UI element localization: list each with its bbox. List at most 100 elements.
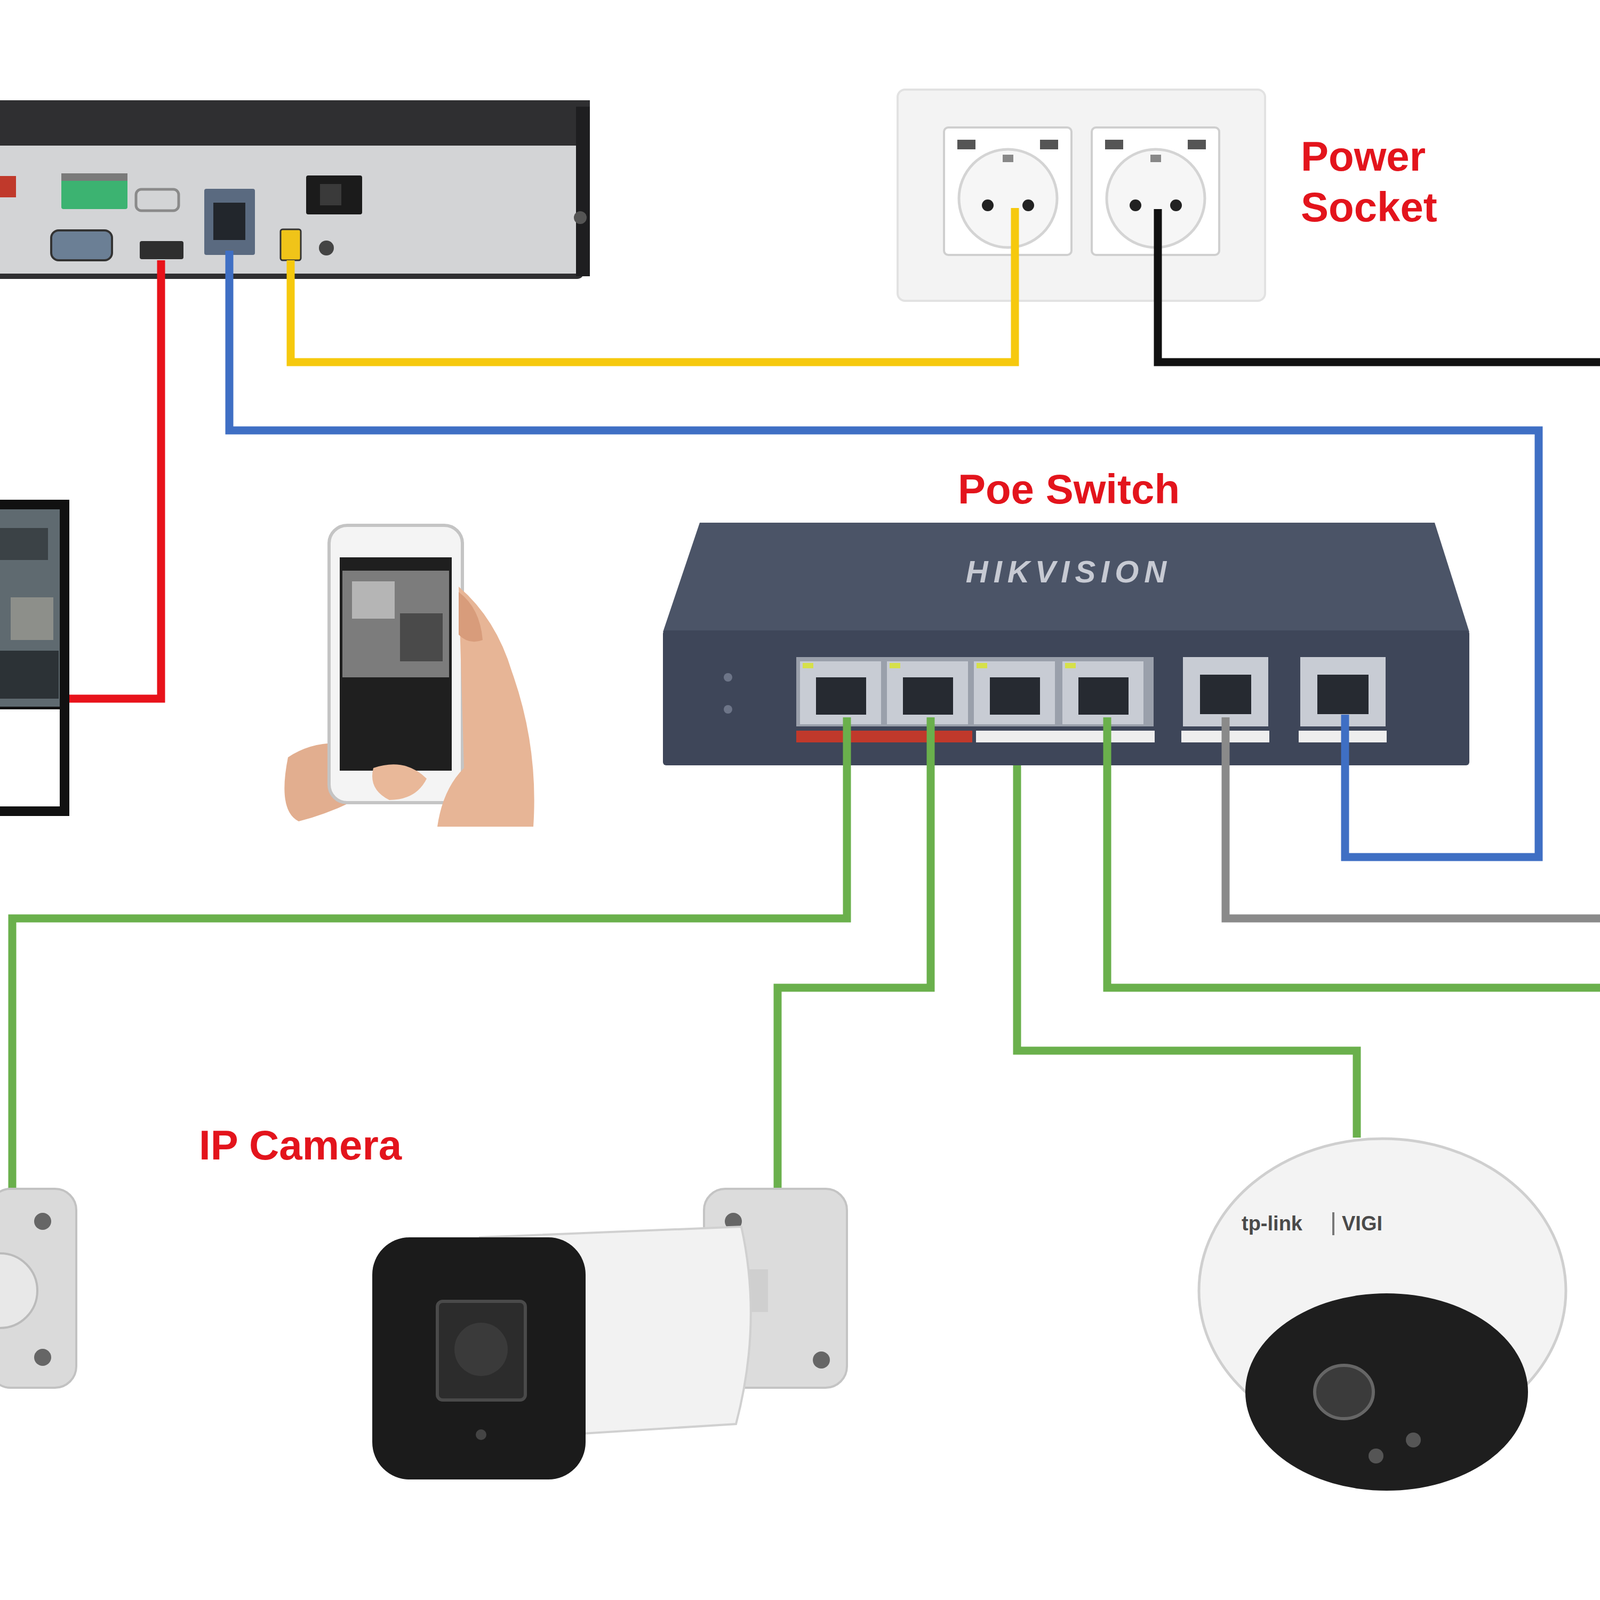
poe-switch: Poe SwitchHIKVISION — [662, 464, 1475, 766]
monitor — [0, 709, 60, 807]
dome-camera — [1245, 1293, 1528, 1491]
monitor — [0, 650, 59, 699]
power-socket — [1170, 199, 1182, 212]
power-socket — [1105, 139, 1124, 150]
nvr-recorder — [320, 184, 342, 206]
poe-switch-body — [889, 662, 901, 669]
smartphone — [329, 525, 463, 803]
power-socket — [981, 199, 994, 212]
power-socket — [944, 127, 1072, 255]
bullet-camera — [454, 1322, 508, 1376]
poe-switch-body — [800, 661, 882, 725]
nvr-recorder — [576, 106, 590, 277]
nvr-recorder — [61, 173, 128, 181]
ip-camera — [34, 1212, 52, 1230]
nvr-recorder — [61, 178, 128, 210]
poe-switch-body — [976, 662, 988, 669]
ip-camera — [34, 1348, 52, 1366]
poe-switch-body — [1182, 657, 1269, 727]
poe-switch-body — [1065, 662, 1076, 669]
bullet-camera — [437, 1301, 526, 1400]
brand-name: HIKVISION — [662, 553, 1475, 590]
network-cable — [1017, 765, 1357, 1138]
bullet-camera — [475, 1429, 487, 1440]
cable — [229, 250, 1539, 858]
ip-camera — [0, 1253, 38, 1328]
power-socket: Power Socket — [897, 89, 1443, 301]
poe-switch-body — [796, 730, 973, 743]
brand-logo: VIGI — [1332, 1212, 1383, 1236]
smartphone — [400, 613, 443, 662]
power-socket — [957, 139, 976, 150]
poe-switch-body — [1078, 677, 1129, 715]
nvr-recorder — [139, 241, 184, 260]
dome-camera — [1405, 1432, 1421, 1448]
monitor — [0, 499, 70, 816]
cable — [12, 717, 847, 1189]
dome-camera — [1368, 1448, 1384, 1464]
monitor — [0, 499, 70, 816]
cable — [1107, 717, 1600, 988]
power-socket — [897, 89, 1266, 301]
ip-camera — [0, 1188, 77, 1388]
dome-camera: tp-link VIGI — [1198, 1137, 1567, 1490]
smartphone — [372, 764, 427, 800]
caption-label: IP Camera — [198, 1120, 402, 1171]
power-socket — [1022, 199, 1035, 212]
cable — [69, 260, 162, 699]
nvr-recorder — [0, 176, 16, 198]
poe-switch-body — [902, 677, 954, 715]
cable — [12, 208, 1600, 1189]
nvr-recorder — [136, 189, 179, 211]
smartphone — [458, 592, 483, 642]
nvr-recorder — [306, 175, 363, 215]
power-socket — [1040, 139, 1059, 150]
poe-switch-body — [723, 673, 733, 682]
dome-camera — [1198, 1138, 1566, 1491]
nvr-recorder — [318, 240, 334, 256]
smartphone — [437, 586, 535, 827]
poe-switch-body — [802, 662, 814, 669]
cable — [1225, 717, 1600, 919]
nvr-recorder — [213, 202, 246, 240]
power-socket — [958, 149, 1058, 248]
poe-switch-body — [976, 730, 1155, 743]
node-heading: Power Socket — [1300, 131, 1438, 233]
smartphone — [339, 557, 452, 771]
poe-switch-body — [886, 661, 968, 725]
nvr-recorder — [0, 100, 590, 277]
poe-switch-body — [723, 705, 733, 714]
poe-switch-body — [1062, 661, 1144, 725]
brand-logo: tp-link — [1241, 1212, 1303, 1236]
poe-switch-body — [1317, 674, 1369, 715]
bullet-camera — [812, 1351, 830, 1369]
monitor — [0, 509, 60, 707]
smartphone — [352, 581, 395, 619]
power-socket — [1187, 139, 1206, 150]
bullet-camera — [372, 1188, 847, 1480]
poe-switch-body — [1200, 674, 1252, 715]
bullet-camera — [372, 1237, 586, 1480]
poe-switch-body — [796, 657, 1154, 727]
nvr-recorder — [280, 229, 301, 261]
monitor — [10, 597, 54, 640]
node-heading: Poe Switch — [662, 464, 1475, 515]
power-socket — [1002, 154, 1014, 163]
smartphone — [342, 570, 450, 678]
poe-switch-body — [973, 661, 1055, 725]
power-socket — [1150, 154, 1162, 163]
power-socket — [1129, 199, 1142, 212]
cable — [777, 717, 931, 1189]
smartphone — [284, 525, 534, 827]
power-socket — [897, 89, 1266, 301]
poe-switch-body — [816, 677, 867, 715]
nvr-recorder — [573, 211, 587, 224]
poe-switch-body — [989, 677, 1040, 715]
nvr-recorder — [204, 188, 255, 255]
dome-camera — [1314, 1365, 1374, 1419]
cable — [1157, 209, 1600, 363]
nvr-recorder — [51, 230, 112, 261]
cable — [290, 208, 1015, 363]
nvr-recorder — [0, 142, 582, 277]
